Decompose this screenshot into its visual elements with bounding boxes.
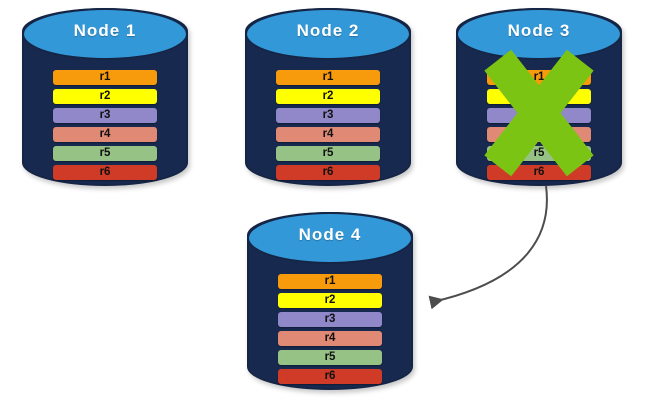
- node-2-row-r4[interactable]: r4: [276, 127, 380, 142]
- node-1-row-r3[interactable]: r3: [53, 108, 157, 123]
- node-3-row-list: r1 r2 r3 r4 r5 r6: [487, 70, 591, 180]
- node-3-row-r2[interactable]: r2: [487, 89, 591, 104]
- node-2-row-list: r1 r2 r3 r4 r5 r6: [276, 70, 380, 180]
- node-4-row-r6[interactable]: r6: [278, 369, 382, 384]
- node-4-row-r5[interactable]: r5: [278, 350, 382, 365]
- node-2-row-r3[interactable]: r3: [276, 108, 380, 123]
- node-3-row-r1[interactable]: r1: [487, 70, 591, 85]
- node-1-cylinder-top: [22, 8, 188, 60]
- node-4-cylinder-top: [247, 212, 413, 264]
- arrow-path: [428, 185, 548, 310]
- node-2-cylinder-top: [245, 8, 411, 60]
- node-2[interactable]: Node 2 r1 r2 r3 r4 r5 r6: [245, 8, 411, 186]
- node-3-row-r5[interactable]: r5: [487, 146, 591, 161]
- node-1[interactable]: Node 1 r1 r2 r3 r4 r5 r6: [22, 8, 188, 186]
- node-1-row-r5[interactable]: r5: [53, 146, 157, 161]
- node-2-row-r5[interactable]: r5: [276, 146, 380, 161]
- node-1-row-r6[interactable]: r6: [53, 165, 157, 180]
- node-4-row-r2[interactable]: r2: [278, 293, 382, 308]
- node-2-row-r1[interactable]: r1: [276, 70, 380, 85]
- node-3-row-r6[interactable]: r6: [487, 165, 591, 180]
- node-3[interactable]: Node 3 r1 r2 r3 r4 r5 r6: [456, 8, 622, 186]
- node-4-row-r4[interactable]: r4: [278, 331, 382, 346]
- node-3-row-r4[interactable]: r4: [487, 127, 591, 142]
- node-4-row-r3[interactable]: r3: [278, 312, 382, 327]
- node-1-row-r2[interactable]: r2: [53, 89, 157, 104]
- node-2-row-r6[interactable]: r6: [276, 165, 380, 180]
- node-4[interactable]: Node 4 r1 r2 r3 r4 r5 r6: [247, 212, 413, 390]
- node-4-row-list: r1 r2 r3 r4 r5 r6: [278, 274, 382, 384]
- node-1-row-r1[interactable]: r1: [53, 70, 157, 85]
- node-1-row-r4[interactable]: r4: [53, 127, 157, 142]
- node-1-row-list: r1 r2 r3 r4 r5 r6: [53, 70, 157, 180]
- node-4-row-r1[interactable]: r1: [278, 274, 382, 289]
- node-2-row-r2[interactable]: r2: [276, 89, 380, 104]
- node-3-row-r3[interactable]: r3: [487, 108, 591, 123]
- node-3-cylinder-top: [456, 8, 622, 60]
